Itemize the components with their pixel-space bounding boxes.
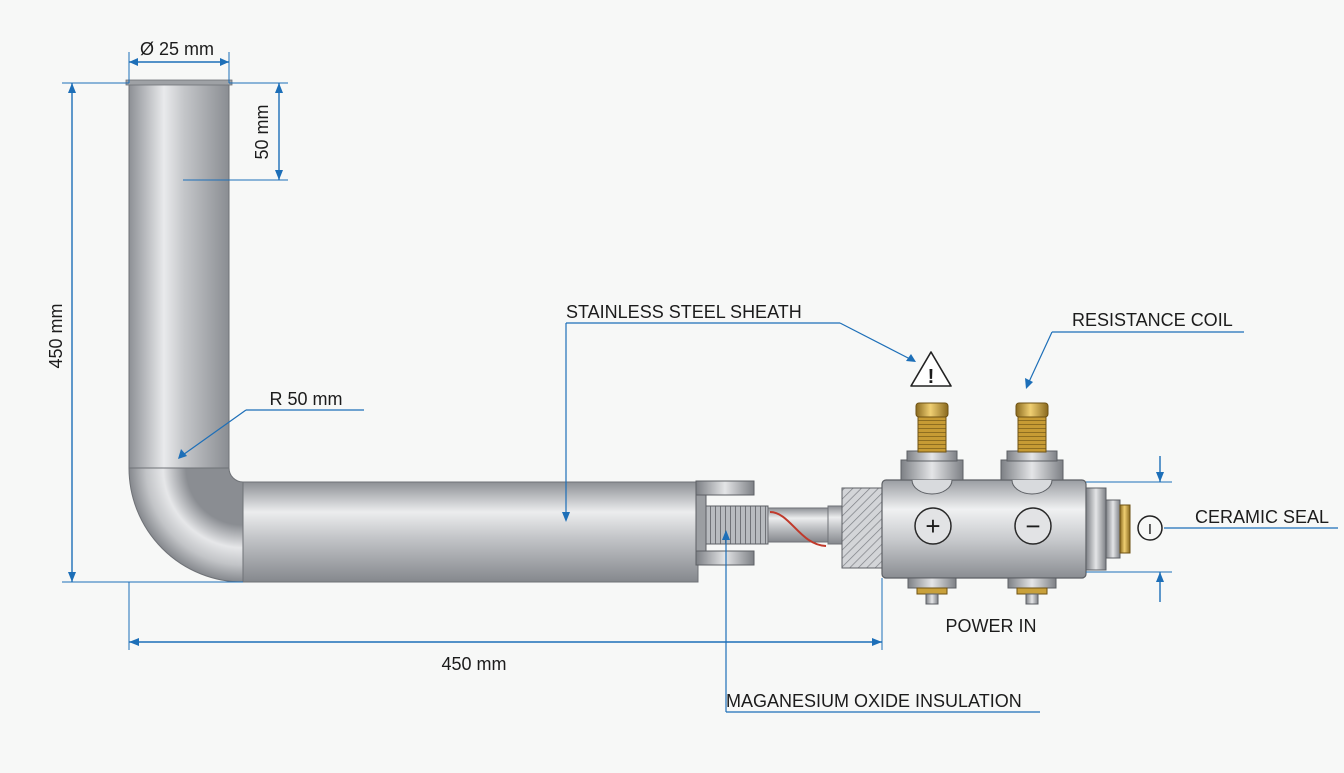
terminal-block: + − (881, 402, 1131, 605)
end-cap-assembly (695, 480, 885, 569)
heating-wire (769, 511, 827, 547)
insulation-callout: MAGANESIUM OXIDE INSULATION (722, 530, 1040, 713)
sheath-label: STAINLESS STEEL SHEATH (566, 302, 802, 322)
tube-horizontal-section (242, 481, 699, 583)
coil-callout: RESISTANCE COIL (1025, 310, 1244, 389)
seal-callout: I CERAMIC SEAL (1086, 456, 1338, 602)
negative-symbol: − (1025, 511, 1040, 541)
tube-body (125, 79, 699, 583)
ceramic-hatched-section (841, 487, 885, 569)
warning-symbol: ! (910, 351, 952, 388)
warning-mark: ! (928, 366, 935, 388)
tube-vertical-section (128, 82, 230, 469)
sheath-callout: STAINLESS STEEL SHEATH (562, 302, 916, 522)
coil-label: RESISTANCE COIL (1072, 310, 1233, 330)
power-symbol-mark: I (1148, 521, 1152, 538)
ceramic-seal-cap (1119, 504, 1131, 554)
positive-brass-stud (917, 414, 947, 453)
power-in-label: POWER IN (945, 616, 1036, 636)
positive-symbol: + (925, 511, 940, 541)
height-dimension: 450 mm (46, 82, 243, 583)
warning-icon (910, 351, 952, 387)
diameter-label: Ø 25 mm (140, 39, 214, 59)
negative-brass-stud (1017, 414, 1047, 453)
bend-radius-label: R 50 mm (269, 389, 342, 409)
top-length-label: 50 mm (252, 104, 272, 159)
height-label: 450 mm (46, 303, 66, 368)
positive-terminal-icon (914, 507, 952, 545)
power-symbol-icon (1137, 515, 1163, 541)
seal-label: CERAMIC SEAL (1195, 507, 1329, 527)
length-dimension: 450 mm (128, 578, 883, 674)
diameter-dimension: Ø 25 mm (128, 39, 230, 83)
negative-terminal-icon (1014, 507, 1052, 545)
bend-radius-callout: R 50 mm (178, 389, 364, 459)
insulation-threaded-core (705, 505, 769, 545)
length-label: 450 mm (441, 654, 506, 674)
tube-bend-section (128, 467, 244, 583)
insulation-label: MAGANESIUM OXIDE INSULATION (726, 691, 1022, 711)
top-length-dimension: 50 mm (183, 82, 288, 181)
